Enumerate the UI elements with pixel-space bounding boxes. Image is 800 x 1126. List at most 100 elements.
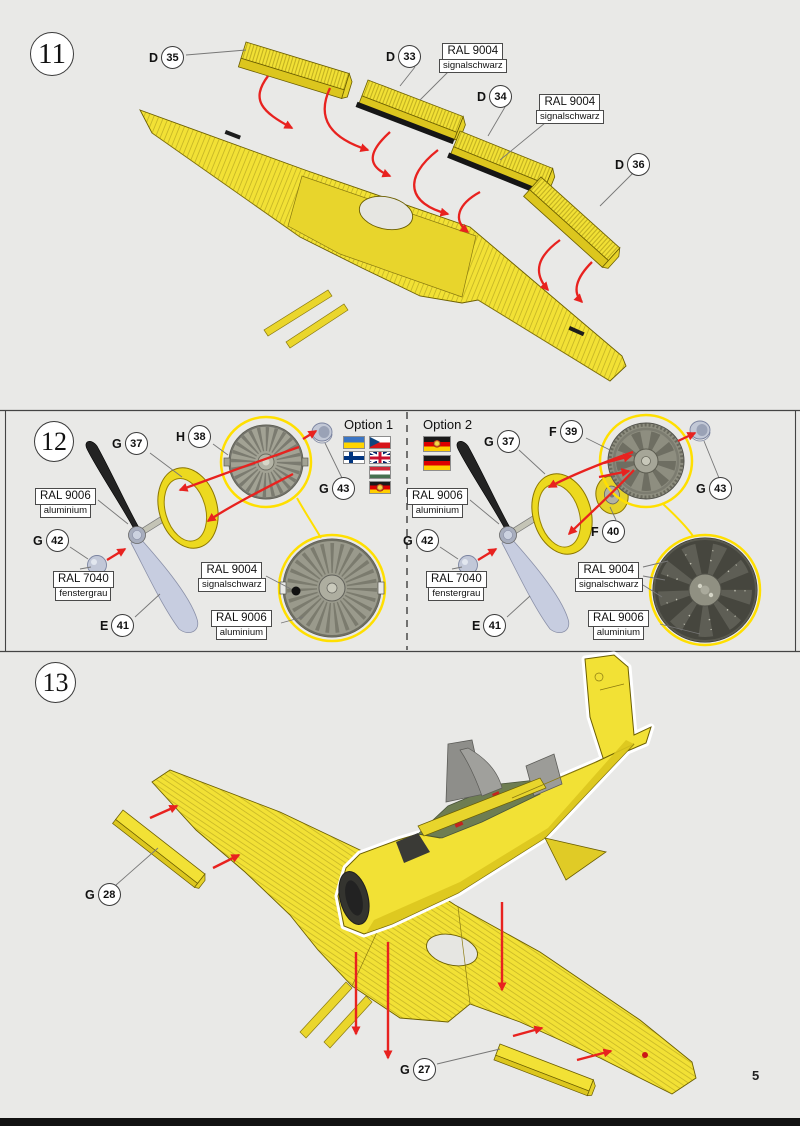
part-label-g37-option2: G 37 xyxy=(484,430,520,453)
part-letter: G xyxy=(696,481,706,496)
flag-east-germany-icon xyxy=(423,436,451,452)
step12-option2-illustration xyxy=(439,413,762,647)
paint-code: RAL 9004 xyxy=(201,562,263,579)
paint-code: RAL 9006 xyxy=(211,610,272,627)
part-label-g42-option2: G 42 xyxy=(403,529,439,552)
part-label-g28: G 28 xyxy=(85,883,121,906)
part-letter: D xyxy=(477,89,487,104)
option1-flags xyxy=(343,436,393,496)
part-number-circle: 38 xyxy=(188,425,212,448)
fan-spinner-part xyxy=(219,415,313,509)
part-letter: F xyxy=(591,524,599,539)
step-13-text: 13 xyxy=(42,667,69,697)
step-12-text: 12 xyxy=(41,426,67,456)
edge-strip-g27 xyxy=(493,1043,596,1097)
part-number-circle: 42 xyxy=(45,529,69,552)
wing-upper-assembly xyxy=(151,769,697,1095)
paint-name: fenstergrau xyxy=(55,587,112,601)
spinner-cap-left xyxy=(311,422,333,444)
flag-east-germany-icon xyxy=(369,481,391,494)
paint-name: fenstergrau xyxy=(428,587,485,601)
paint-name: aluminium xyxy=(215,626,268,640)
paint-label-ral9004-b: RAL 9004 signalschwarz xyxy=(536,92,604,124)
paint-label-ral9004-a: RAL 9004 signalschwarz xyxy=(439,41,507,73)
part-number-circle: 36 xyxy=(627,153,651,176)
paint-name: signalschwarz xyxy=(198,578,266,592)
part-letter: D xyxy=(149,50,159,65)
paint-label-ral7040-option2: RAL 7040 fenstergrau xyxy=(426,569,487,601)
step-11-text: 11 xyxy=(38,37,66,70)
wingtip-light-marker xyxy=(642,1052,648,1058)
paint-code: RAL 9006 xyxy=(407,488,468,505)
flag-finland-icon xyxy=(343,451,365,464)
part-number-circle: 28 xyxy=(97,883,121,906)
part-label-d36: D 36 xyxy=(615,153,651,176)
part-letter: D xyxy=(386,49,396,64)
part-letter: G xyxy=(112,436,122,451)
paint-code: RAL 9004 xyxy=(442,43,504,60)
part-label-g43-option1: G 43 xyxy=(319,477,355,500)
flag-germany-icon xyxy=(423,455,451,471)
step-number-11: 11 xyxy=(30,32,74,76)
paint-name: signalschwarz xyxy=(439,59,507,73)
step12-option1-illustration xyxy=(69,415,387,643)
part-label-e41-option1: E 41 xyxy=(100,614,135,637)
leader-lines-option1 xyxy=(69,442,343,624)
leader-lines-step11 xyxy=(185,49,635,207)
paint-name: aluminium xyxy=(39,504,92,518)
paint-label-ral9006-detail-option2: RAL 9006 aluminium xyxy=(588,608,649,640)
step11-illustration xyxy=(139,41,635,382)
assembly-arrows-step11 xyxy=(258,75,593,304)
part-label-d33: D 33 xyxy=(386,45,422,68)
part-label-d34: D 34 xyxy=(477,85,513,108)
part-number-circle: 27 xyxy=(412,1058,436,1081)
part-label-f40: F 40 xyxy=(591,520,625,543)
radial-engine-part xyxy=(598,413,694,509)
part-letter: G xyxy=(403,533,413,548)
step-number-12: 12 xyxy=(34,421,74,462)
step12-frame xyxy=(0,409,800,653)
paint-name: aluminium xyxy=(592,626,645,640)
paint-code: RAL 7040 xyxy=(426,571,487,588)
part-number-circle: 43 xyxy=(331,477,355,500)
paint-code: RAL 9006 xyxy=(35,488,96,505)
part-number-circle: 37 xyxy=(496,430,520,453)
flap-part-d35 xyxy=(237,41,353,99)
step-number-13: 13 xyxy=(35,662,76,703)
part-letter: E xyxy=(100,618,109,633)
spinner-cap-right xyxy=(689,420,711,442)
detail-view-left xyxy=(277,533,387,643)
paint-label-ral9006-option1: RAL 9006 aluminium xyxy=(35,486,96,518)
paint-name: signalschwarz xyxy=(536,110,604,124)
option2-title: Option 2 xyxy=(423,417,473,432)
footer-bar xyxy=(0,1118,800,1126)
part-number-circle: 42 xyxy=(415,529,439,552)
leader-lines-step13 xyxy=(115,847,501,1065)
part-letter: H xyxy=(176,429,186,444)
paint-name: signalschwarz xyxy=(575,578,643,592)
part-number-circle: 41 xyxy=(483,614,507,637)
paint-label-ral9006-option2: RAL 9006 aluminium xyxy=(407,486,468,518)
paint-code: RAL 9004 xyxy=(578,562,640,579)
flag-czech-republic-icon xyxy=(369,436,391,449)
part-number-circle: 43 xyxy=(708,477,732,500)
assembly-arrows-option1 xyxy=(106,430,318,561)
detail-view-right xyxy=(648,533,762,647)
part-number-circle: 33 xyxy=(398,45,422,68)
paint-label-ral9006-detail-option1: RAL 9006 aluminium xyxy=(211,608,272,640)
assembly-arrows-step13 xyxy=(149,804,613,1062)
part-letter: G xyxy=(85,887,95,902)
part-label-g42-option1: G 42 xyxy=(33,529,69,552)
part-label-g27: G 27 xyxy=(400,1058,436,1081)
part-letter: G xyxy=(319,481,329,496)
paint-code: RAL 9006 xyxy=(588,610,649,627)
paint-code: RAL 7040 xyxy=(53,571,114,588)
flag-ukraine-icon xyxy=(343,436,365,449)
part-letter: G xyxy=(33,533,43,548)
assembly-arrows-option2 xyxy=(477,431,697,561)
flag-united-kingdom-icon xyxy=(369,451,391,464)
option2-flags xyxy=(423,436,453,474)
part-number-circle: 41 xyxy=(111,614,135,637)
cowl-ring-left xyxy=(148,460,228,556)
